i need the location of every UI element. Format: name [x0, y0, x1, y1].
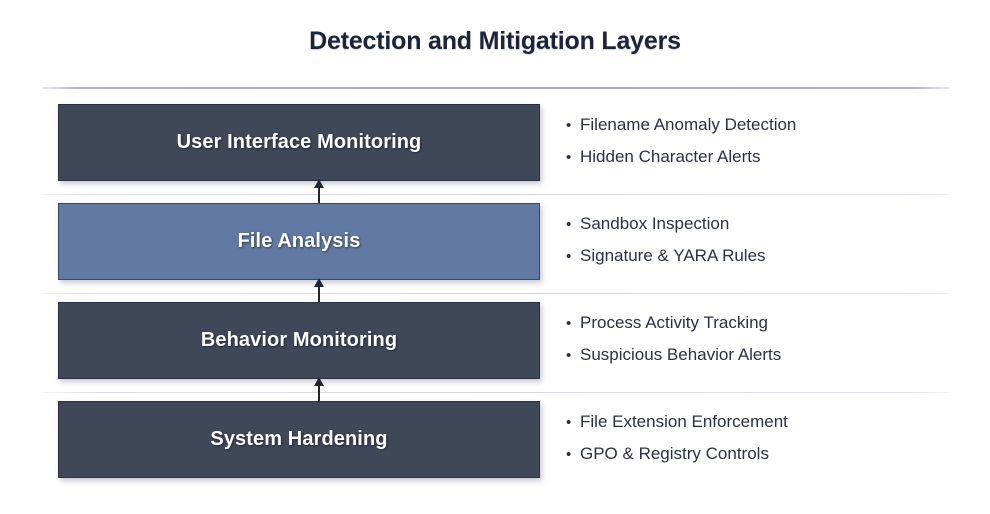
- layer-divider: [42, 194, 950, 195]
- layer-bullet-list: • File Extension Enforcement • GPO & Regist…: [566, 406, 966, 470]
- layer-divider: [42, 293, 950, 294]
- page-title: Detection and Mitigation Layers: [309, 27, 681, 55]
- list-item: • Suspicious Behavior Alerts: [566, 339, 966, 371]
- bullet-label: Suspicious Behavior Alerts: [580, 345, 782, 364]
- list-item: • Sandbox Inspection: [566, 208, 966, 240]
- list-item: • Signature & YARA Rules: [566, 240, 966, 272]
- bullet-dot-icon: •: [566, 315, 572, 332]
- layer-divider: [42, 392, 950, 393]
- bullet-label: Filename Anomaly Detection: [580, 115, 797, 134]
- list-item: • File Extension Enforcement: [566, 406, 966, 438]
- arrow-head: [314, 377, 324, 386]
- bullet-label: File Extension Enforcement: [580, 412, 788, 431]
- list-item: • GPO & Registry Controls: [566, 438, 966, 470]
- bullet-dot-icon: •: [566, 216, 572, 233]
- layer-bullet-list: • Process Activity Tracking • Suspicious Be…: [566, 307, 966, 371]
- layer-label: Behavior Monitoring: [200, 329, 398, 351]
- bullet-label: Signature & YARA Rules: [580, 246, 766, 265]
- arrow-up-icon: [313, 377, 325, 405]
- layer-bullet-list: • Sandbox Inspection • Signature & YARA Rul…: [566, 208, 966, 272]
- list-item: • Process Activity Tracking: [566, 307, 966, 339]
- arrow-shaft: [318, 284, 320, 306]
- layer-box[interactable]: File Analysis: [58, 203, 540, 280]
- bullet-dot-icon: •: [566, 117, 572, 134]
- arrow-up-icon: [313, 278, 325, 306]
- layer-row: System Hardening • File Extension Enforcem…: [0, 393, 990, 492]
- arrow-head: [314, 179, 324, 188]
- header-divider: [42, 87, 950, 89]
- arrow-shaft: [318, 383, 320, 405]
- layer-box[interactable]: User Interface Monitoring: [58, 104, 540, 181]
- layer-box[interactable]: System Hardening: [58, 401, 540, 478]
- arrow-up-icon: [313, 179, 325, 207]
- bullet-label: Process Activity Tracking: [580, 313, 769, 332]
- bullet-dot-icon: •: [566, 248, 572, 265]
- bullet-dot-icon: •: [566, 149, 572, 166]
- layer-bullet-list: • Filename Anomaly Detection • Hidden Chara…: [566, 109, 966, 173]
- list-item: • Filename Anomaly Detection: [566, 109, 966, 141]
- bullet-dot-icon: •: [566, 414, 572, 431]
- arrow-head: [314, 278, 324, 287]
- bullet-label: Sandbox Inspection: [580, 214, 730, 233]
- layer-row: User Interface Monitoring • Filename Anoma…: [0, 96, 990, 207]
- arrow-shaft: [318, 185, 320, 207]
- list-item: • Hidden Character Alerts: [566, 141, 966, 173]
- bullet-label: GPO & Registry Controls: [580, 444, 769, 463]
- bullet-dot-icon: •: [566, 446, 572, 463]
- layer-label: User Interface Monitoring: [176, 131, 422, 153]
- layer-box[interactable]: Behavior Monitoring: [58, 302, 540, 379]
- bullet-label: Hidden Character Alerts: [580, 147, 761, 166]
- bullet-dot-icon: •: [566, 347, 572, 364]
- layer-label: File Analysis: [237, 230, 361, 252]
- layer-row: Behavior Monitoring • Process Activity Tra…: [0, 294, 990, 405]
- layer-row: File Analysis • Sandbox Inspection • Signatu…: [0, 195, 990, 306]
- layer-label: System Hardening: [210, 428, 388, 450]
- layer-stack: User Interface Monitoring • Filename Anoma…: [0, 96, 990, 492]
